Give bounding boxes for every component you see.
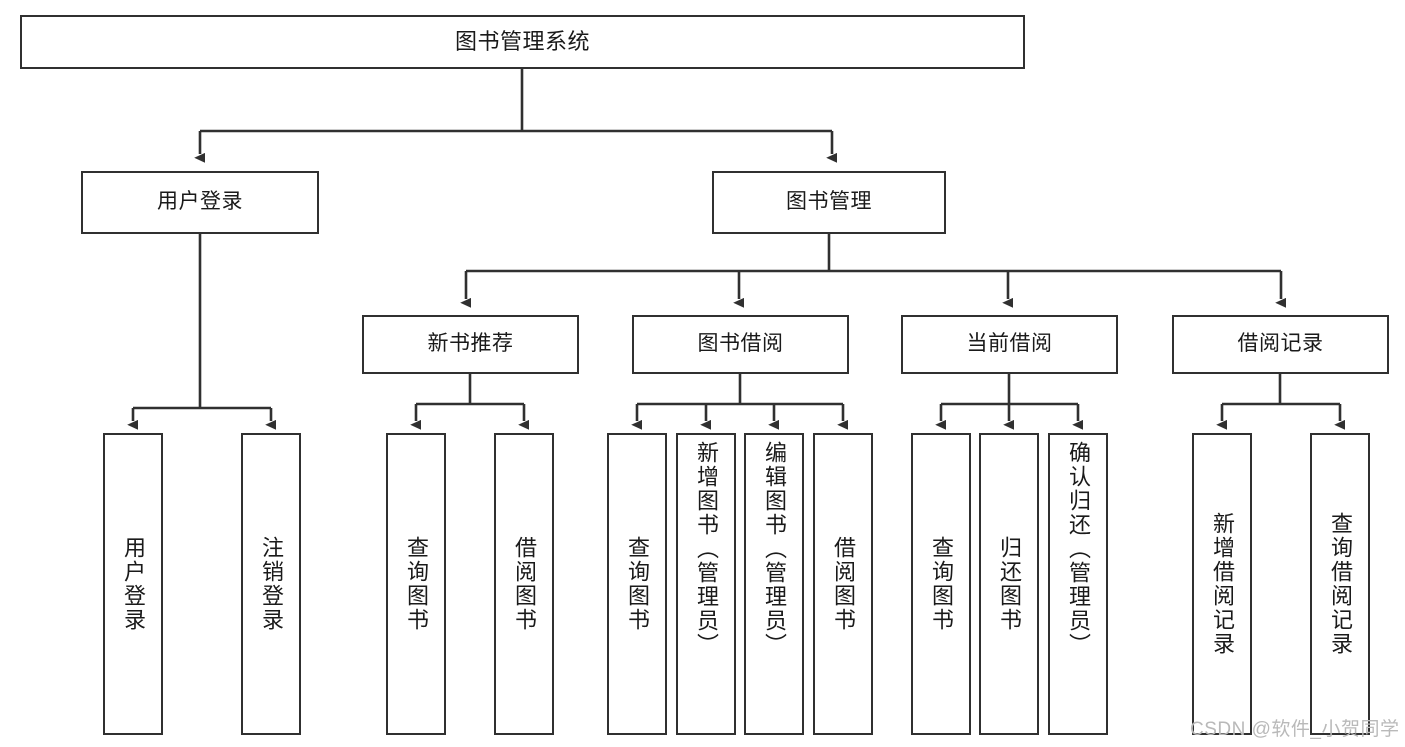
- node-leaf-user-login[interactable]: 用户登录: [103, 433, 163, 735]
- node-leaf-borrow-book[interactable]: 借阅图书: [813, 433, 873, 735]
- node-leaf-borrow-book-recommend[interactable]: 借阅图书: [494, 433, 554, 735]
- node-borrow-record[interactable]: 借阅记录: [1172, 315, 1389, 374]
- node-leaf-confirm-return-label: 确认归还（管理员）: [1065, 441, 1091, 657]
- node-leaf-logout[interactable]: 注销登录: [241, 433, 301, 735]
- node-leaf-edit-book-label: 编辑图书（管理员）: [761, 441, 787, 657]
- node-leaf-add-book-label: 新增图书（管理员）: [693, 441, 719, 657]
- node-leaf-return-book-label: 归还图书: [996, 536, 1022, 632]
- node-leaf-edit-book[interactable]: 编辑图书（管理员）: [744, 433, 804, 735]
- node-leaf-query-borrow-record[interactable]: 查询借阅记录: [1310, 433, 1370, 735]
- node-book-manage-label: 图书管理: [786, 190, 872, 214]
- watermark-csdn: CSDN @软件_小贺同学: [1190, 719, 1400, 740]
- node-leaf-query-book-recommend-label: 查询图书: [403, 536, 429, 632]
- node-root[interactable]: 图书管理系统: [20, 15, 1025, 69]
- node-book-manage[interactable]: 图书管理: [712, 171, 946, 234]
- node-leaf-confirm-return[interactable]: 确认归还（管理员）: [1048, 433, 1108, 735]
- node-leaf-query-borrow-record-label: 查询借阅记录: [1327, 512, 1353, 656]
- node-root-label: 图书管理系统: [454, 29, 590, 55]
- node-leaf-query-book-current-label: 查询图书: [928, 536, 954, 632]
- node-leaf-query-book-borrow[interactable]: 查询图书: [607, 433, 667, 735]
- node-new-book-recommend-label: 新书推荐: [427, 332, 514, 356]
- node-leaf-add-book[interactable]: 新增图书（管理员）: [676, 433, 736, 735]
- node-leaf-user-login-label: 用户登录: [120, 536, 146, 632]
- node-leaf-query-book-borrow-label: 查询图书: [624, 536, 650, 632]
- node-user-login[interactable]: 用户登录: [81, 171, 319, 234]
- node-book-borrow[interactable]: 图书借阅: [632, 315, 849, 374]
- node-leaf-borrow-book-label: 借阅图书: [830, 536, 856, 632]
- node-current-borrow-label: 当前借阅: [966, 332, 1053, 356]
- node-leaf-logout-label: 注销登录: [258, 536, 284, 632]
- node-leaf-borrow-book-recommend-label: 借阅图书: [511, 536, 537, 632]
- node-leaf-add-borrow-record[interactable]: 新增借阅记录: [1192, 433, 1252, 735]
- node-leaf-return-book[interactable]: 归还图书: [979, 433, 1039, 735]
- node-current-borrow[interactable]: 当前借阅: [901, 315, 1118, 374]
- node-leaf-add-borrow-record-label: 新增借阅记录: [1209, 512, 1235, 656]
- node-leaf-query-book-recommend[interactable]: 查询图书: [386, 433, 446, 735]
- node-new-book-recommend[interactable]: 新书推荐: [362, 315, 579, 374]
- node-leaf-query-book-current[interactable]: 查询图书: [911, 433, 971, 735]
- node-user-login-label: 用户登录: [157, 190, 243, 214]
- node-book-borrow-label: 图书借阅: [697, 332, 784, 356]
- node-borrow-record-label: 借阅记录: [1237, 332, 1324, 356]
